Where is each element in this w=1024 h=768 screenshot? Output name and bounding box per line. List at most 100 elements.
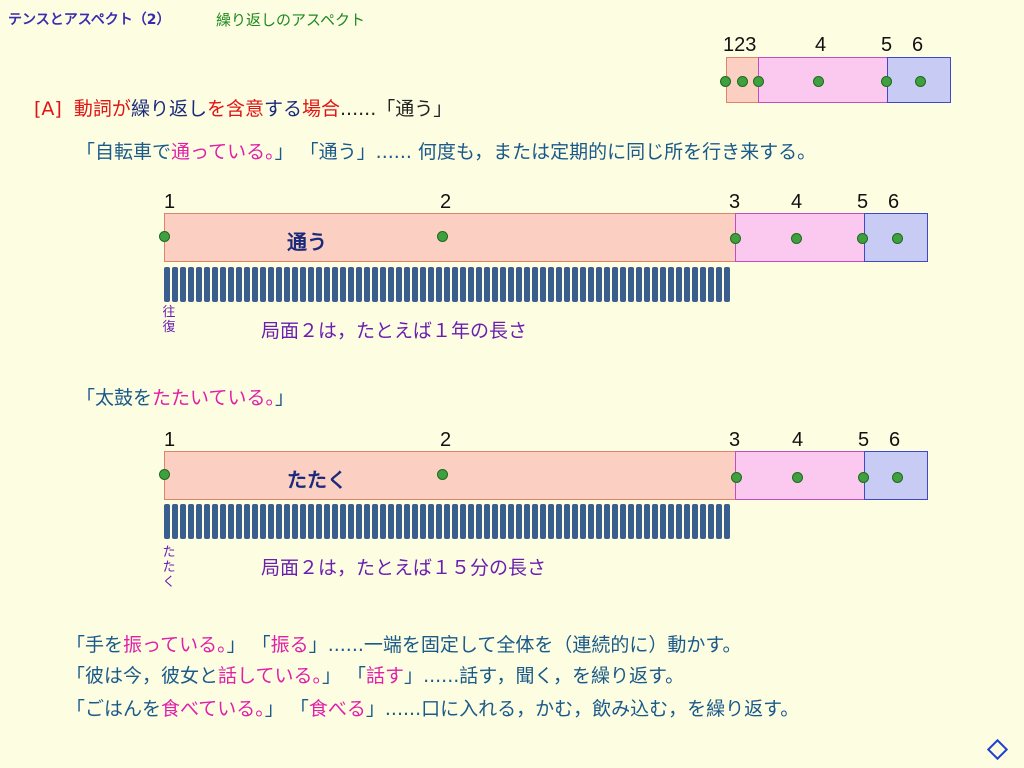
repetition-tick [692,267,698,302]
repetition-tick [660,267,666,302]
repetition-tick [348,267,354,302]
d1-dot-3 [730,233,741,244]
repetition-tick [684,267,690,302]
repetition-tick [300,504,306,539]
repetition-tick [692,504,698,539]
d2-side-char-3: く [162,575,176,590]
repetition-tick [556,504,562,539]
repetition-tick [412,504,418,539]
repetition-tick [412,267,418,302]
section-a-t3: を含意 [206,98,264,120]
repetition-tick [276,267,282,302]
example-1-line: 「自転車で通っている。」 「通う」...... 何度も，または定期的に同じ所を行… [76,137,816,164]
d2-side-char-1: た [162,545,176,560]
top-dot-3 [753,76,764,87]
repetition-tick [644,267,650,302]
repetition-tick [236,504,242,539]
d1-dot-6 [892,233,903,244]
repetition-tick [364,504,370,539]
repetition-tick [348,504,354,539]
bx1-quote-close: 」 [226,634,246,656]
example-1-word: 「通う」 [299,141,376,163]
bx2-word: 話す [366,665,405,687]
repetition-tick [332,267,338,302]
repetition-tick [604,267,610,302]
d1-number-2: 2 [440,191,452,213]
repetition-tick [228,267,234,302]
repetition-tick [604,504,610,539]
repetition-tick [676,504,682,539]
repetition-tick [244,504,250,539]
repetition-tick [572,267,578,302]
repetition-tick [428,504,434,539]
repetition-tick [524,267,530,302]
repetition-tick [580,267,586,302]
repetition-tick [388,504,394,539]
repetition-tick [628,267,634,302]
repetition-tick [252,267,258,302]
d1-number-4: 4 [791,191,803,213]
repetition-tick [196,504,202,539]
repetition-tick [540,267,546,302]
repetition-tick [276,504,282,539]
repetition-tick [516,504,522,539]
section-a-heading: [A] 動詞が繰り返しを含意する場合......「通う」 [34,94,452,121]
d1-phase-1 [164,213,736,262]
repetition-tick [212,504,218,539]
section-a-t5: 場合 [301,98,340,120]
slide-header-subtitle: 繰り返しのアスペクト [216,11,365,29]
d2-number-4: 4 [792,429,804,451]
d1-dot-2 [437,231,448,242]
repetition-tick [620,267,626,302]
repetition-tick [700,504,706,539]
repetition-tick [244,267,250,302]
repetition-tick [724,504,730,539]
repetition-tick [196,267,202,302]
repetition-tick [460,267,466,302]
bx2-word-close: 」 [404,665,424,687]
d1-dot-5 [857,233,868,244]
repetition-tick [676,267,682,302]
bx2-quote-close: 」 [321,665,341,687]
repetition-tick [660,504,666,539]
repetition-tick [396,504,402,539]
repetition-tick [204,504,210,539]
repetition-tick [212,267,218,302]
d1-number-3: 3 [729,191,741,213]
repetition-tick [308,267,314,302]
repetition-tick [308,504,314,539]
repetition-tick [228,504,234,539]
section-a-t6: ......「通う」 [340,98,453,120]
d2-dot-3 [731,472,742,483]
repetition-tick [596,267,602,302]
repetition-tick [476,267,482,302]
repetition-tick [172,267,178,302]
section-a-label: [A] [34,98,62,120]
repetition-tick [452,267,458,302]
repetition-tick [444,267,450,302]
repetition-tick [588,267,594,302]
example-1-verb: 通っている。 [171,141,275,163]
repetition-tick [580,504,586,539]
d2-dot-1 [159,469,170,480]
repetition-tick [668,504,674,539]
repetition-tick [492,267,498,302]
repetition-tick [508,504,514,539]
repetition-tick [420,504,426,539]
repetition-tick [396,267,402,302]
d1-side-label: 往 復 [161,305,177,335]
d1-side-char-1: 往 [162,305,176,320]
bx3-desc: ......口に入れる，かむ，飲み込む，を繰り返す。 [384,698,800,720]
d2-number-3: 3 [729,429,741,451]
d2-dot-6 [892,472,903,483]
repetition-tick [316,267,322,302]
d1-bar-label: 通う [287,230,327,254]
repetition-tick [292,504,298,539]
repetition-tick [172,504,178,539]
repetition-tick [180,267,186,302]
top-dot-5 [881,76,892,87]
d2-side-label: た た く [161,545,177,590]
repetition-tick [164,504,170,539]
repetition-tick [468,504,474,539]
next-slide-diamond-icon[interactable] [986,738,1009,761]
